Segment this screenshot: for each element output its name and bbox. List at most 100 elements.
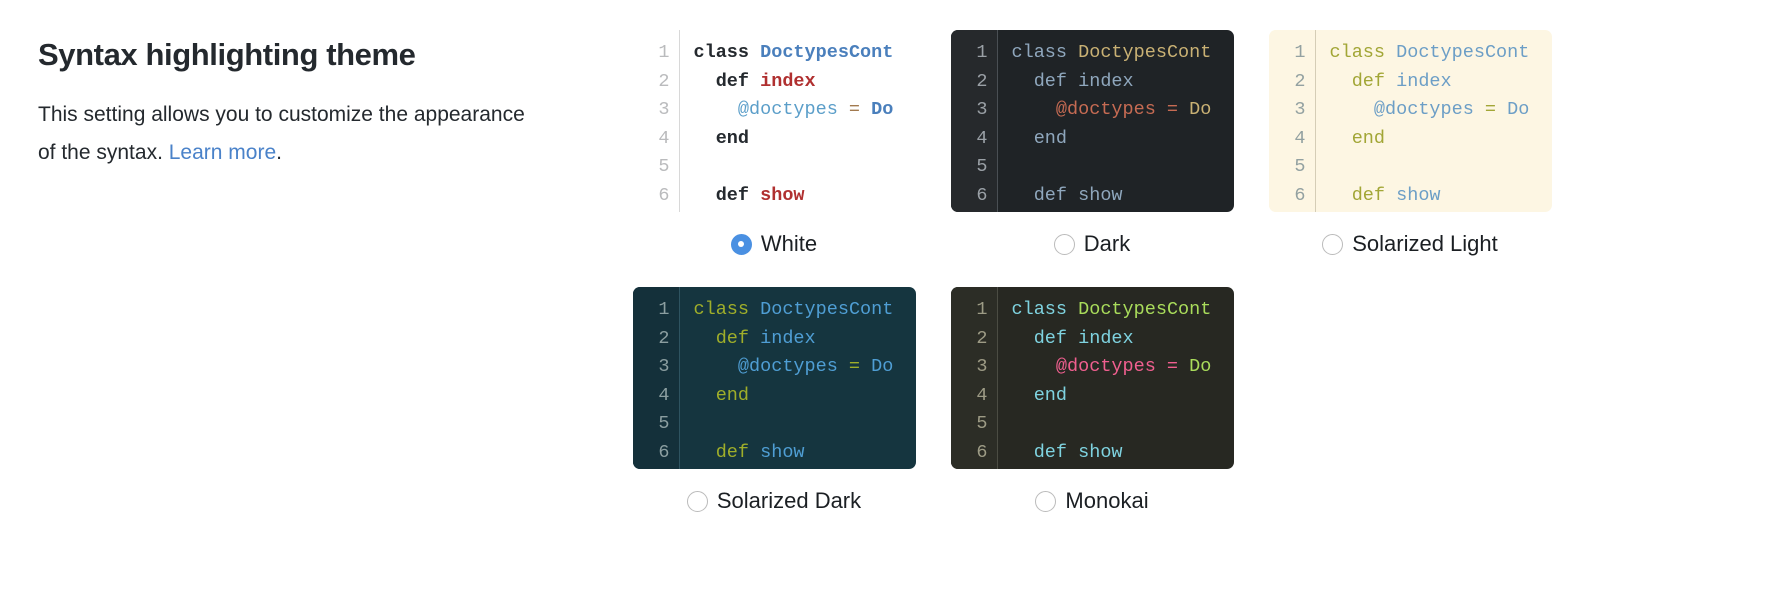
code-token-keyword: end: [693, 127, 750, 149]
theme-row-1: 1 2 3 4 5 6 class DoctypesCont def index @doct…: [615, 30, 1781, 257]
code-token-keyword: def: [693, 184, 761, 206]
code-token-class-name: DoctypesCont: [1396, 42, 1530, 63]
line-number: 4: [658, 127, 670, 149]
code-token-class-name: Do: [1189, 99, 1212, 121]
code-body: class DoctypesCont def index @doctypes =…: [996, 287, 1234, 469]
description-column: Syntax highlighting theme This setting a…: [38, 36, 538, 172]
code-line: @doctypes = Do: [694, 353, 916, 382]
code-token-operator: =: [1473, 99, 1508, 121]
line-number: 2: [658, 327, 670, 349]
code-token-class-name: DoctypesCont: [1078, 299, 1212, 320]
code-token-keyword: def: [1011, 441, 1079, 463]
line-number: 6: [1294, 184, 1306, 206]
radio-option-white[interactable]: White: [730, 231, 817, 257]
code-token-keyword: def: [693, 70, 761, 92]
line-number: 5: [976, 156, 988, 178]
line-number: 6: [658, 441, 670, 463]
code-body: class DoctypesCont def index @doctypes =…: [1314, 30, 1552, 212]
code-token-function: show: [760, 184, 805, 206]
code-token-class-name: Do: [871, 99, 894, 121]
code-line: def index: [1012, 68, 1234, 97]
code-token-function: show: [760, 441, 805, 463]
code-line: class DoctypesCont: [694, 39, 916, 68]
code-token-function: index: [760, 327, 816, 349]
code-line: end: [1330, 125, 1552, 154]
line-number: 2: [1294, 70, 1306, 92]
code-token-keyword: end: [1329, 127, 1386, 149]
code-line: [694, 153, 916, 182]
description-period: .: [276, 141, 282, 164]
line-number: 1: [658, 42, 670, 63]
theme-grid: 1 2 3 4 5 6 class DoctypesCont def index @doct…: [615, 30, 1781, 514]
line-number: 4: [976, 127, 988, 149]
code-token-function: index: [1396, 70, 1452, 92]
learn-more-link[interactable]: Learn more: [168, 141, 277, 164]
line-number: 5: [658, 156, 670, 178]
code-line: @doctypes = Do: [1012, 353, 1234, 382]
code-line: def show: [1012, 439, 1234, 468]
line-number: 1: [976, 42, 988, 63]
code-token-function: index: [1078, 70, 1134, 92]
code-token-class-name: Do: [1189, 356, 1212, 378]
line-number: 4: [658, 384, 670, 406]
code-token-function: index: [760, 70, 816, 92]
description-text: This setting allows you to customize the…: [38, 103, 525, 164]
code-line: class DoctypesCont: [1012, 296, 1234, 325]
code-token-instance-var: @doctypes: [1011, 99, 1156, 121]
code-line: def index: [1012, 325, 1234, 354]
line-number: 3: [658, 356, 670, 378]
code-token-keyword: def: [1011, 70, 1079, 92]
radio-button-dark[interactable]: [1053, 233, 1075, 255]
radio-button-monokai[interactable]: [1035, 490, 1057, 512]
code-line: @doctypes = Do: [1330, 96, 1552, 125]
code-token-keyword: class: [1329, 42, 1397, 63]
code-token-keyword: class: [1011, 299, 1079, 320]
code-token-keyword: class: [693, 42, 761, 63]
radio-option-solarized-light[interactable]: Solarized Light: [1322, 231, 1498, 257]
code-line: def show: [1012, 182, 1234, 211]
line-number: 3: [1294, 99, 1306, 121]
radio-label-dark: Dark: [1083, 231, 1131, 256]
page-description: This setting allows you to customize the…: [38, 96, 538, 172]
line-number: 3: [976, 99, 988, 121]
line-number: 4: [1294, 127, 1306, 149]
code-line: class DoctypesCont: [694, 296, 916, 325]
code-token-function: show: [1078, 441, 1123, 463]
line-number: 1: [976, 299, 988, 320]
line-number: 6: [658, 184, 670, 206]
code-line: end: [694, 382, 916, 411]
radio-option-solarized-dark[interactable]: Solarized Dark: [686, 488, 861, 514]
code-line: def show: [1330, 182, 1552, 211]
code-line: def show: [694, 182, 916, 211]
radio-option-monokai[interactable]: Monokai: [1035, 488, 1149, 514]
radio-button-white[interactable]: [730, 233, 752, 255]
radio-button-solarized-light[interactable]: [1322, 233, 1344, 255]
code-token-operator: =: [837, 99, 872, 121]
code-line: def index: [694, 325, 916, 354]
line-number: 5: [1294, 156, 1306, 178]
radio-button-solarized-dark[interactable]: [686, 490, 708, 512]
code-body: class DoctypesCont def index @doctypes =…: [678, 287, 916, 469]
code-line: def index: [1330, 68, 1552, 97]
radio-option-dark[interactable]: Dark: [1053, 231, 1131, 257]
code-token-class-name: DoctypesCont: [760, 299, 894, 320]
code-line: [694, 410, 916, 439]
code-token-keyword: end: [1011, 127, 1068, 149]
code-token-function: show: [1078, 184, 1123, 206]
code-line: def show: [694, 439, 916, 468]
